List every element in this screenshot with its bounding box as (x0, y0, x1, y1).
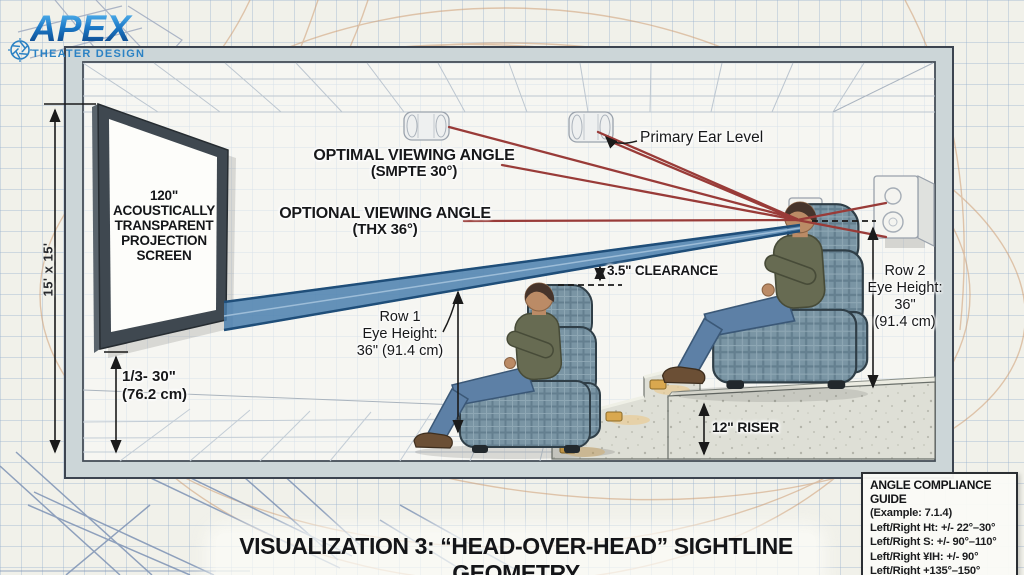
riser-label: 12" RISER (712, 419, 780, 435)
logo-tagline: THEATER DESIGN (32, 48, 146, 60)
ceiling-speaker-left (403, 111, 450, 141)
compliance-title: ANGLE COMPLIANCE GUIDE (870, 478, 992, 506)
dashed-eye-lines (558, 220, 876, 286)
diagram-title: VISUALIZATION 3: “HEAD-OVER-HEAD” SIGHTL… (216, 533, 816, 575)
angle-compliance-guide: ANGLE COMPLIANCE GUIDE (Example: 7.1.4) … (861, 472, 1018, 575)
primary-ear-level-label: Primary Ear Level (640, 129, 764, 146)
row1-eye-height-label: Row 1 Eye Height: 36" (91.4 cm) (356, 309, 444, 360)
leader-lines (442, 135, 638, 333)
logo-brand: APEX (30, 10, 178, 47)
rear-speaker-large (873, 175, 935, 248)
projection-screen (92, 102, 236, 358)
room-size-label: 15' x 15' (40, 242, 56, 297)
optional-viewing-angle-label: OPTIONAL VIEWING ANGLE (THX 36°) (279, 205, 491, 239)
optimal-viewing-angle-label: OPTIMAL VIEWING ANGLE (SMPTE 30°) (313, 147, 515, 181)
screen-label: 120" ACOUSTICALLY TRANSPARENT PROJECTION… (112, 188, 216, 264)
sightline-blue-band (223, 223, 801, 332)
sightline-red (447, 125, 888, 239)
aperture-icon (8, 38, 32, 67)
screen-height-label: 1/3- 30" (76.2 cm) (122, 368, 188, 404)
dimension-arrows (44, 103, 879, 456)
ceiling-grid (82, 62, 935, 113)
logo: APEX THEATER DESIGN (8, 10, 178, 62)
riser-platform (666, 376, 936, 460)
clearance-label: 3.5" CLEARANCE (607, 263, 718, 278)
row2-eye-height-label: Row 2 Eye Height: 36" (91.4 cm) (867, 263, 943, 331)
